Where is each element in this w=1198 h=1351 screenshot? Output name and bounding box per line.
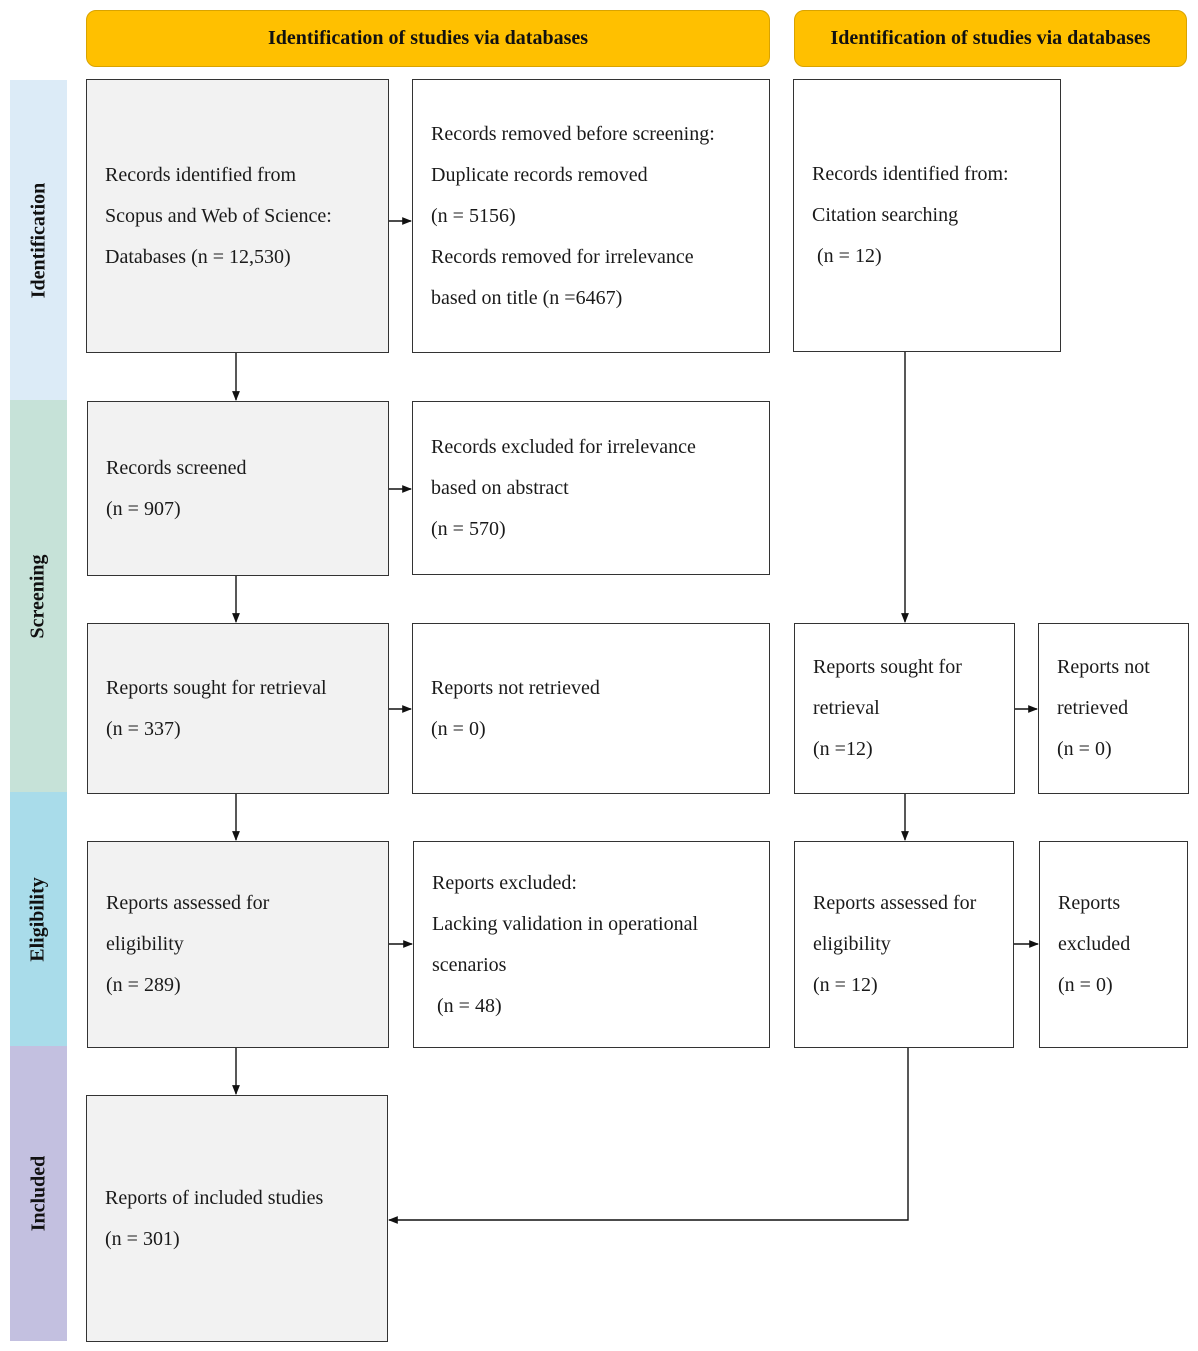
box-line: (n = 48) bbox=[432, 994, 502, 1017]
box-line: eligibility bbox=[106, 933, 184, 955]
box-records-removed-before-screening: Records removed before screening: Duplic… bbox=[412, 79, 770, 353]
box-line: (n = 12) bbox=[812, 245, 882, 267]
box-line: Records screened bbox=[106, 456, 247, 479]
box-line: Records identified from: bbox=[812, 163, 1009, 185]
box-line: (n = 337) bbox=[106, 717, 181, 740]
box-records-identified-citation: Records identified from: Citation search… bbox=[793, 79, 1061, 352]
box-line: (n = 301) bbox=[105, 1227, 180, 1250]
box-reports-excluded-databases: Reports excluded: Lacking validation in … bbox=[413, 841, 770, 1048]
box-reports-included: Reports of included studies (n = 301) bbox=[86, 1095, 388, 1342]
box-line: (n = 5156) bbox=[431, 204, 516, 227]
box-line: Reports sought for retrieval bbox=[106, 676, 327, 699]
box-line: retrieved bbox=[1057, 697, 1129, 719]
box-reports-assessed-databases: Reports assessed for eligibility (n = 28… bbox=[87, 841, 389, 1048]
box-line: (n = 0) bbox=[431, 717, 486, 740]
box-reports-not-retrieved-citation: Reports not retrieved (n = 0) bbox=[1038, 623, 1189, 794]
box-line: Citation searching bbox=[812, 204, 959, 226]
box-records-identified-databases: Records identified from Scopus and Web o… bbox=[86, 79, 389, 353]
phase-included: Included bbox=[10, 1046, 67, 1341]
box-records-excluded-abstract: Records excluded for irrelevance based o… bbox=[412, 401, 770, 575]
box-line: Reports assessed for bbox=[813, 892, 977, 914]
box-line: Reports excluded: bbox=[432, 871, 577, 894]
arrow-citation-assessed-to-included bbox=[388, 1048, 909, 1224]
box-line: Reports not bbox=[1057, 656, 1150, 678]
box-line: Reports of included studies bbox=[105, 1186, 324, 1209]
box-line: Duplicate records removed bbox=[431, 163, 648, 186]
box-line: Databases (n = 12,530) bbox=[105, 245, 291, 268]
box-line: Reports not retrieved bbox=[431, 676, 600, 699]
box-line: based on title (n =6467) bbox=[431, 286, 623, 309]
box-line: based on abstract bbox=[431, 476, 569, 499]
header-other-methods: Identification of studies via databases bbox=[794, 10, 1187, 67]
phase-screening: Screening bbox=[10, 400, 67, 792]
box-line: eligibility bbox=[813, 933, 891, 955]
box-line: (n =12) bbox=[813, 738, 873, 760]
box-records-screened: Records screened (n = 907) bbox=[87, 401, 389, 576]
phase-eligibility: Eligibility bbox=[10, 792, 67, 1046]
box-line: (n = 289) bbox=[106, 974, 181, 996]
box-line: (n = 0) bbox=[1058, 974, 1113, 996]
box-reports-not-retrieved-databases: Reports not retrieved (n = 0) bbox=[412, 623, 770, 794]
box-reports-assessed-citation: Reports assessed for eligibility (n = 12… bbox=[794, 841, 1014, 1048]
box-line: Lacking validation in operational bbox=[432, 912, 699, 935]
box-line: Reports sought for bbox=[813, 656, 962, 678]
box-line: Records identified from bbox=[105, 163, 297, 186]
box-line: retrieval bbox=[813, 697, 880, 719]
box-line: Scopus and Web of Science: bbox=[105, 204, 332, 227]
box-line: Records removed before screening: bbox=[431, 122, 715, 145]
phase-identification: Identification bbox=[10, 80, 67, 400]
header-databases: Identification of studies via databases bbox=[86, 10, 770, 67]
box-line: (n = 570) bbox=[431, 517, 506, 540]
box-line: Records removed for irrelevance bbox=[431, 245, 694, 268]
box-line: (n = 12) bbox=[813, 974, 878, 996]
box-reports-sought-citation: Reports sought for retrieval (n =12) bbox=[794, 623, 1015, 794]
box-line: Reports bbox=[1058, 892, 1121, 914]
box-line: (n = 907) bbox=[106, 497, 181, 520]
box-line: (n = 0) bbox=[1057, 738, 1112, 760]
box-line: Records excluded for irrelevance bbox=[431, 435, 696, 458]
box-line: Reports assessed for bbox=[106, 892, 270, 914]
box-line: scenarios bbox=[432, 953, 507, 976]
box-reports-sought-databases: Reports sought for retrieval (n = 337) bbox=[87, 623, 389, 794]
box-reports-excluded-citation: Reports excluded (n = 0) bbox=[1039, 841, 1188, 1048]
box-line: excluded bbox=[1058, 933, 1131, 955]
